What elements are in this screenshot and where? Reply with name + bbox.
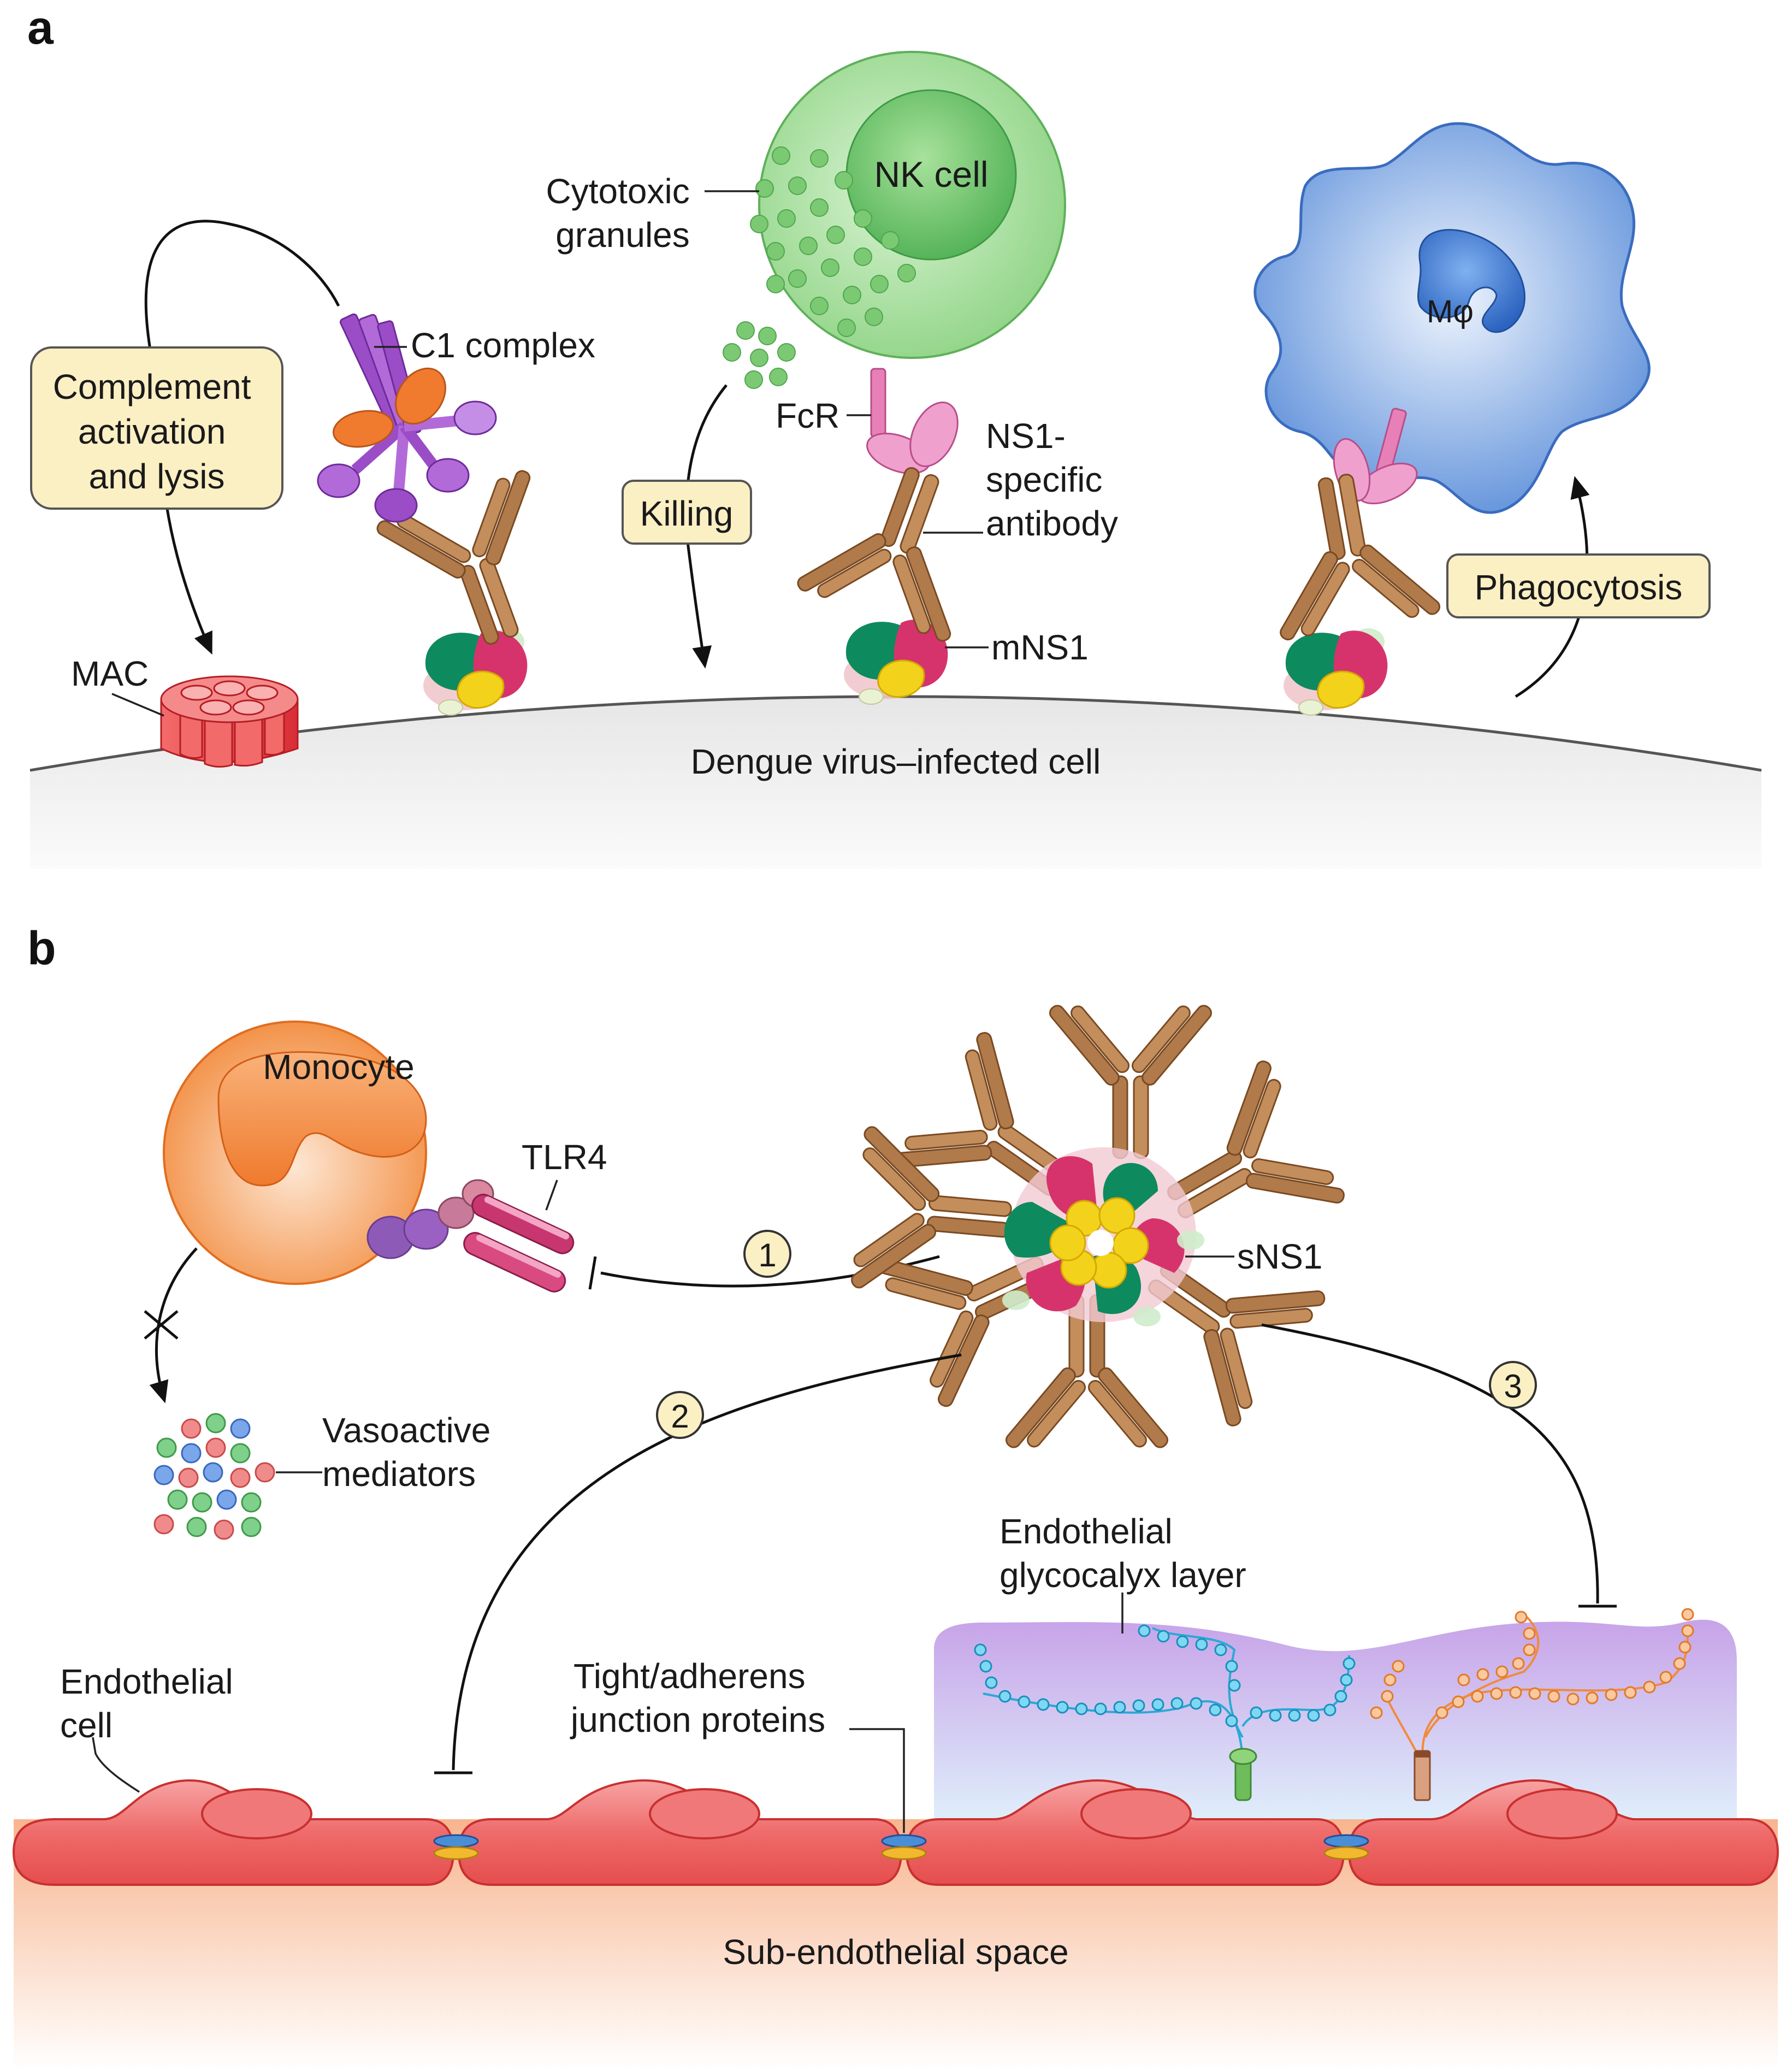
- complement-box-text: Complement activation and lysis: [53, 367, 261, 496]
- step-1-number: 1: [758, 1237, 776, 1273]
- phagocytosis-box-text: Phagocytosis: [1475, 568, 1683, 607]
- antibody-3: [1252, 461, 1446, 654]
- sub-endothelial-label: Sub-endothelial space: [723, 1932, 1068, 1972]
- killing-box-text: Killing: [640, 494, 734, 533]
- inhibit-arrow-3: [1261, 1323, 1599, 1604]
- nk-cell-label: NK cell: [874, 154, 988, 194]
- junction-leader: [849, 1728, 905, 1833]
- endothelial-cells: [12, 1779, 1779, 1886]
- ns1-cluster-1: [422, 627, 528, 716]
- tlr4-adaptors: [366, 1179, 494, 1259]
- c1-complex-label: C1 complex: [411, 326, 595, 365]
- endothelial-cell-label: Endothelial cell: [60, 1662, 243, 1745]
- inhibit-arrow-2: [452, 1353, 962, 1771]
- phagocytosis-box: [1446, 553, 1711, 618]
- mac-leader: [111, 693, 164, 717]
- step-2-number: 2: [671, 1398, 689, 1435]
- c1-complex: [317, 313, 497, 523]
- macrophage-label: Mφ: [1427, 294, 1474, 329]
- ns1-cluster-2: [843, 616, 949, 705]
- mac-pore: [160, 675, 299, 768]
- complement-arrow-down: [165, 505, 212, 655]
- vasoactive-label: Vasoactive mediators: [322, 1411, 500, 1494]
- sns1-hexamer: [1002, 1147, 1204, 1326]
- junction-proteins: [433, 1834, 1369, 1860]
- glycan-chain-blue: [974, 1624, 1356, 1801]
- monocyte: [163, 1021, 427, 1285]
- step-1-badge: [743, 1230, 791, 1278]
- inhibit-bar-1: [588, 1256, 597, 1290]
- panel-a-letter: a: [27, 2, 54, 54]
- endothelial-cell-leader: [92, 1737, 140, 1793]
- step-3-badge: [1489, 1361, 1537, 1409]
- glycocalyx-label: Endothelial glycocalyx layer: [1000, 1512, 1246, 1595]
- step-3-number: 3: [1504, 1368, 1522, 1405]
- infected-cell-label: Dengue virus–infected cell: [691, 742, 1101, 781]
- glycocalyx-layer: [934, 1619, 1737, 1819]
- mns1-label: mNS1: [991, 628, 1089, 667]
- tlr4-label: TLR4: [522, 1137, 607, 1177]
- mac-label: MAC: [71, 654, 149, 693]
- mediator-block-x: [144, 1310, 179, 1340]
- infected-cell-membrane: [30, 697, 1761, 869]
- panel-b-letter: b: [27, 922, 56, 975]
- cytotoxic-label: Cytotoxic granules: [546, 172, 700, 255]
- macrophage: [1253, 122, 1651, 514]
- step-2-badge: [656, 1391, 704, 1439]
- tlr4-receptor: [463, 1194, 575, 1293]
- vasoactive-mediators: [153, 1413, 275, 1540]
- glycan-chain-orange: [1370, 1608, 1694, 1801]
- tlr4-leader: [545, 1180, 558, 1211]
- fcr-label: FcR: [776, 396, 839, 435]
- nk-cell: [750, 51, 1066, 359]
- sns1-label: sNS1: [1237, 1237, 1323, 1276]
- killing-box: [622, 480, 752, 545]
- junction-label: Tight/adherens junction proteins: [570, 1656, 825, 1739]
- fcr-receptor: [866, 368, 959, 474]
- released-granules: [723, 321, 796, 389]
- complement-arrow-top: [144, 220, 340, 350]
- ns1-cluster-3: [1282, 627, 1388, 716]
- monocyte-label: Monocyte: [263, 1047, 414, 1087]
- complement-box: [30, 346, 283, 510]
- ns1-antibody-label: NS1- specific antibody: [986, 416, 1118, 543]
- mediator-arrow: [149, 1247, 198, 1403]
